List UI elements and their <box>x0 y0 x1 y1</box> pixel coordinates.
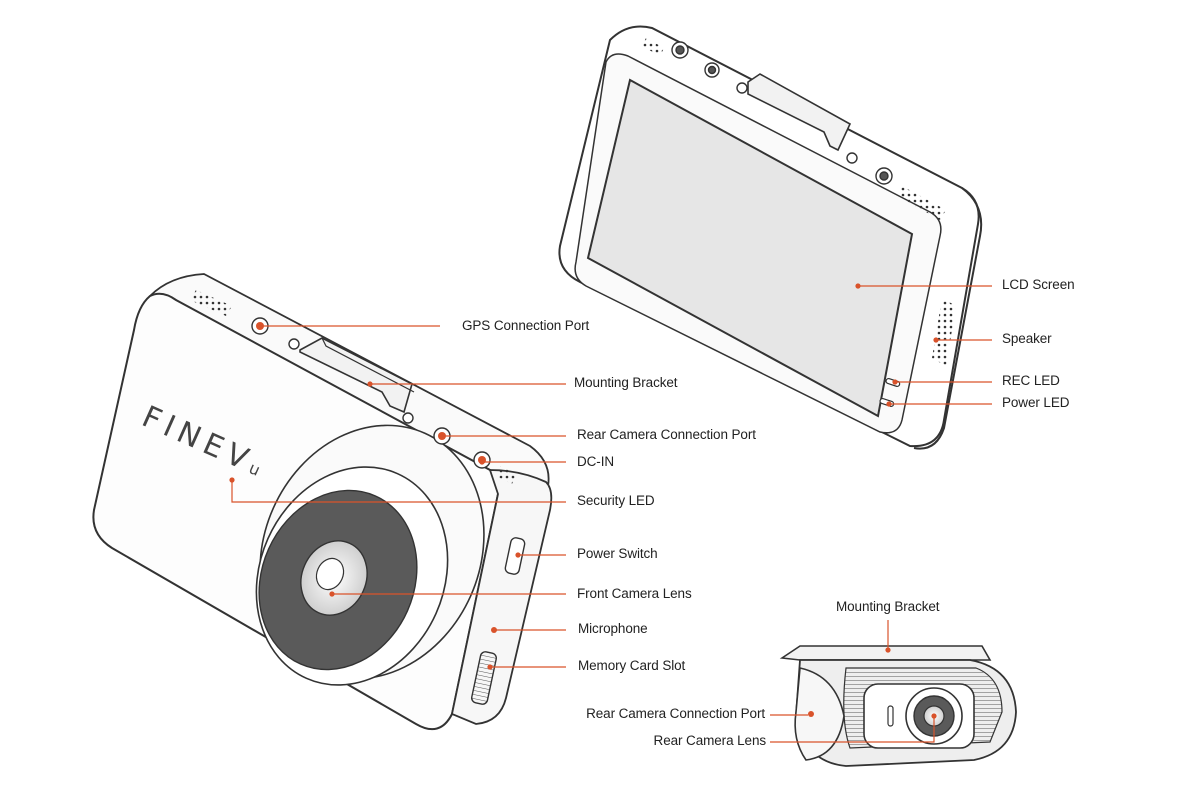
label-mounting-bracket-front: Mounting Bracket <box>574 375 678 390</box>
label-dc-in: DC-IN <box>577 454 614 469</box>
label-lcd-screen: LCD Screen <box>1002 277 1075 292</box>
back-view-device <box>558 25 983 450</box>
front-view-device: FINEV u <box>92 273 553 731</box>
rear-bracket-plate <box>779 645 992 661</box>
label-microphone: Microphone <box>578 621 648 636</box>
lens-center <box>315 557 345 591</box>
label-mounting-bracket-rear: Mounting Bracket <box>836 599 940 614</box>
label-rear-camera-port-rear: Rear Camera Connection Port <box>586 706 765 721</box>
lcd-screen <box>586 78 914 418</box>
rear-indicator <box>887 705 894 727</box>
callout-lines <box>229 283 992 743</box>
back-speaker-grill <box>932 298 956 366</box>
label-speaker: Speaker <box>1002 331 1052 346</box>
back-top-dots-left <box>642 38 664 56</box>
rear-side-cap <box>794 667 845 761</box>
label-rear-camera-port-front: Rear Camera Connection Port <box>577 427 756 442</box>
label-rear-camera-lens: Rear Camera Lens <box>653 733 767 748</box>
label-power-switch: Power Switch <box>577 546 658 561</box>
label-front-camera-lens: Front Camera Lens <box>577 586 692 601</box>
label-memory-card-slot: Memory Card Slot <box>578 658 686 673</box>
power-switch-slot <box>504 537 526 575</box>
front-top-dots <box>190 290 232 316</box>
rear-port-dot <box>808 711 814 717</box>
label-gps-connection-port: GPS Connection Port <box>462 318 590 333</box>
back-top-ports <box>671 41 893 185</box>
front-bracket <box>299 337 413 414</box>
back-top-dots-right <box>898 186 946 220</box>
rear-camera-device <box>779 645 1017 767</box>
label-power-led: Power LED <box>1002 395 1070 410</box>
label-security-led: Security LED <box>577 493 655 508</box>
back-bracket <box>747 73 852 152</box>
label-rec-led: REC LED <box>1002 373 1060 388</box>
back-side-edge <box>913 187 983 450</box>
front-side-face <box>450 469 553 725</box>
